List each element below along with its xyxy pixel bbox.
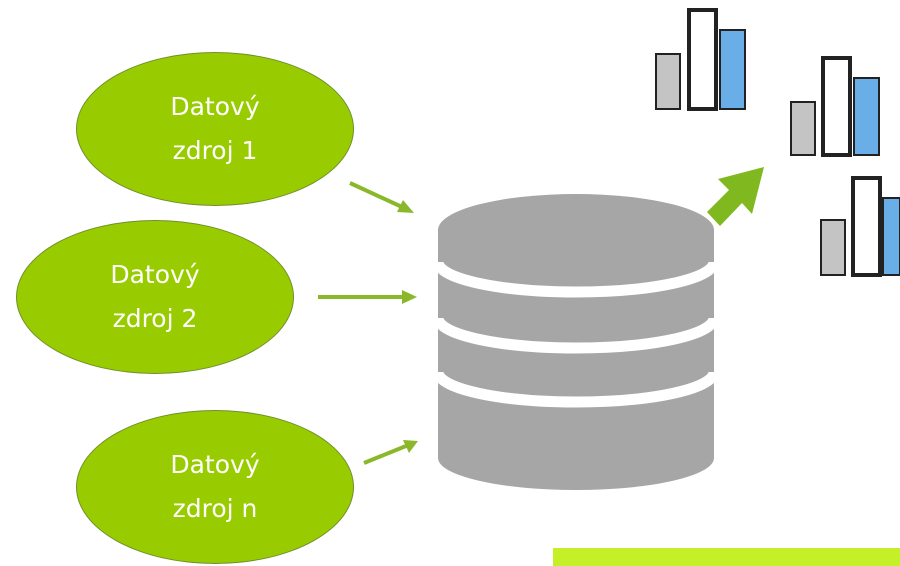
data-source-2-line1: Datový (110, 260, 200, 289)
arrow-up-right-icon (707, 167, 764, 226)
input-arrow-2 (318, 290, 417, 304)
bar-chart-icon (790, 56, 880, 157)
bar-chart-icon (820, 176, 900, 277)
data-source-1-line1: Datový (170, 92, 260, 121)
data-source-2: Datový zdroj 2 (16, 220, 294, 374)
input-arrow-1 (349, 181, 414, 213)
data-source-1-line2: zdroj 1 (172, 136, 258, 165)
data-source-n: Datový zdroj n (76, 410, 354, 564)
data-source-2-line2: zdroj 2 (112, 304, 198, 333)
bar-chart-icon (655, 8, 746, 111)
data-source-1: Datový zdroj 1 (76, 52, 354, 206)
accent-bar (553, 548, 900, 566)
database-icon (432, 194, 720, 490)
data-source-n-line2: zdroj n (172, 494, 258, 523)
input-arrow-3 (363, 440, 418, 465)
data-source-n-line1: Datový (170, 450, 260, 479)
